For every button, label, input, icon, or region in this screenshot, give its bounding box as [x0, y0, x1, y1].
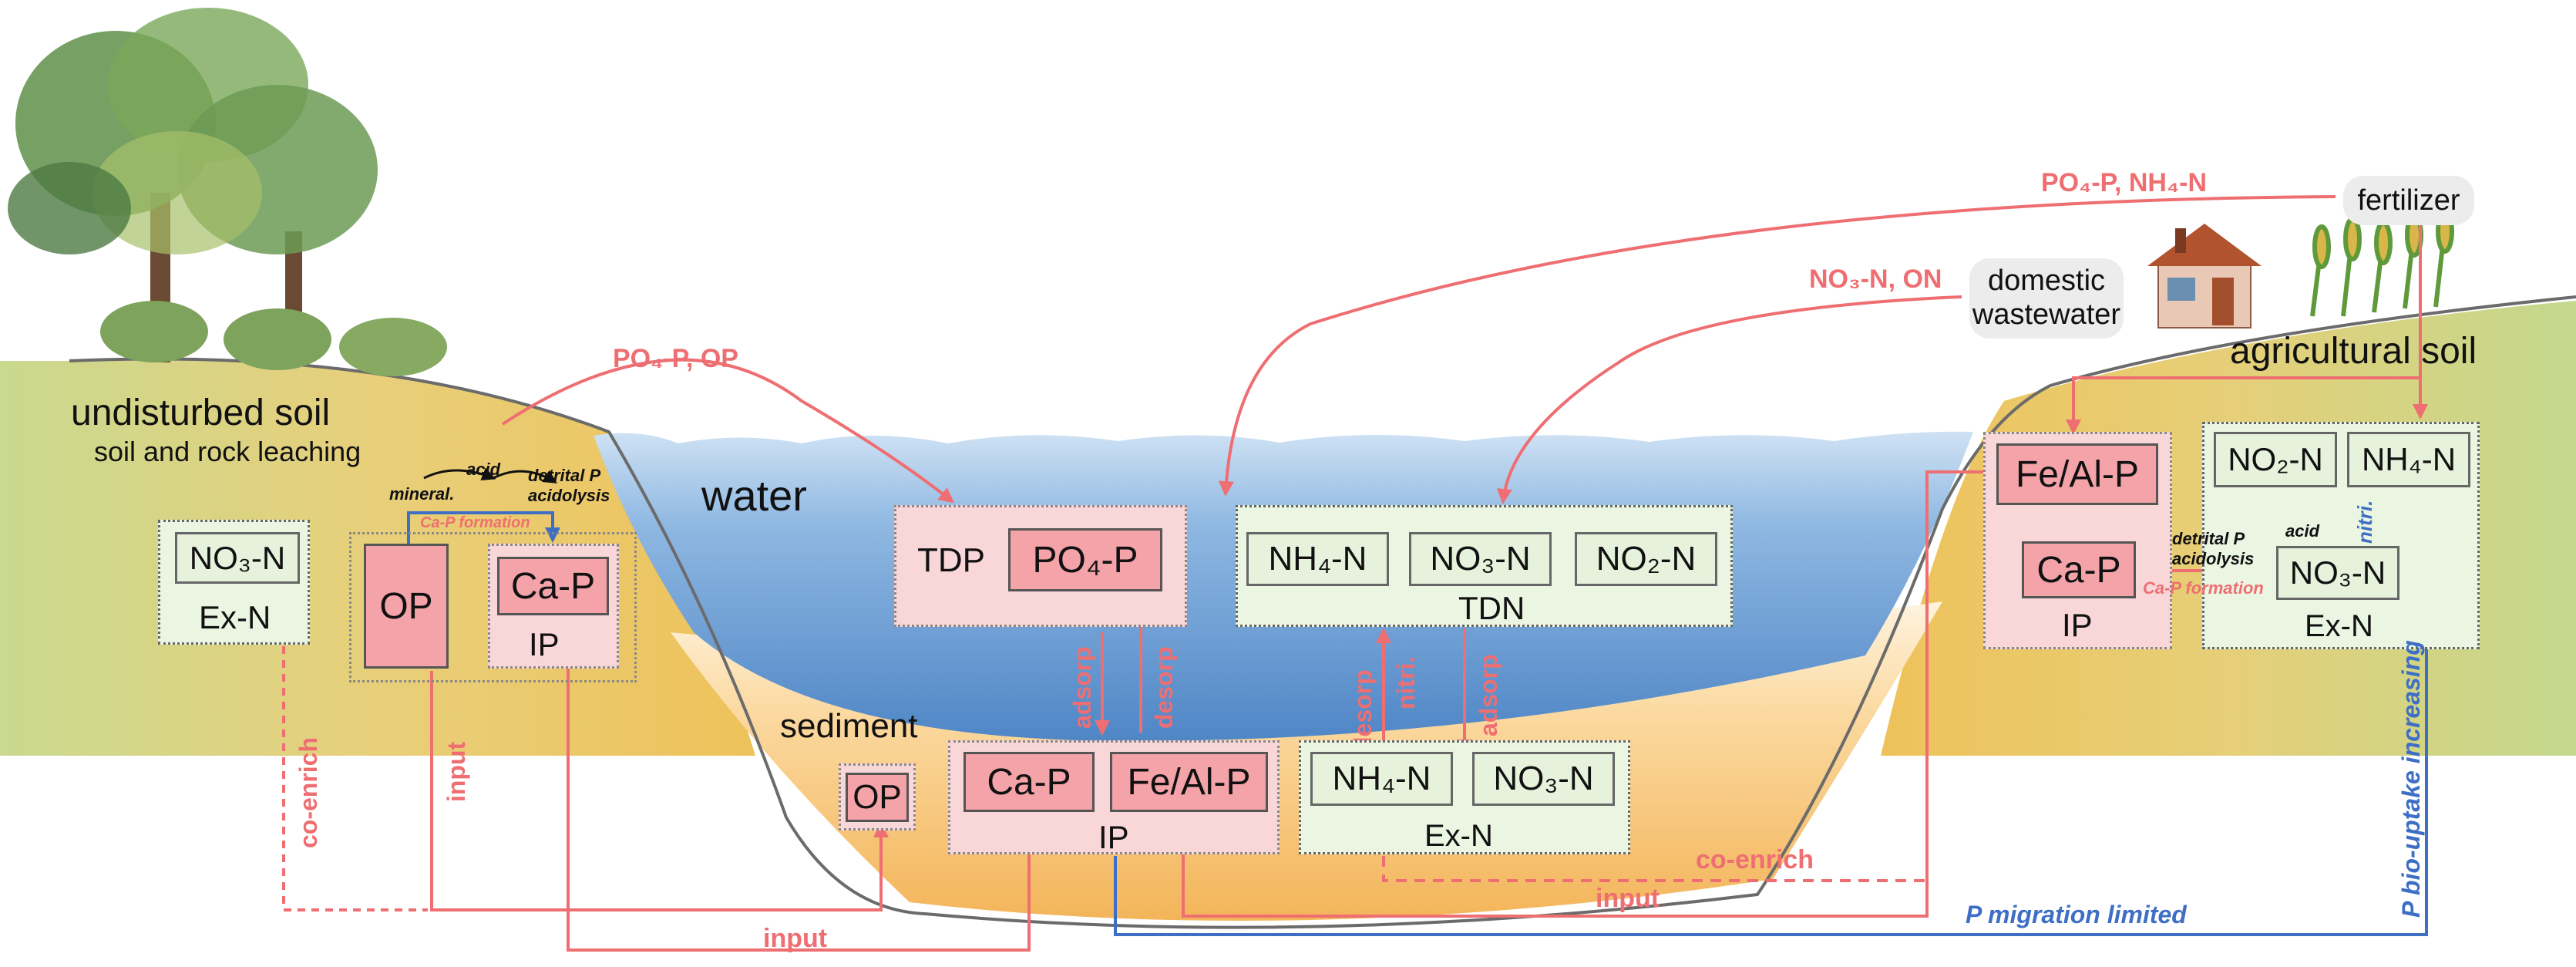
undisturbed-op-box: OP	[364, 544, 449, 669]
agri-acidolysis-label: acidolysis	[2172, 549, 2255, 568]
agri-feal-box: Fe/Al-P	[1996, 443, 2158, 505]
fertilizer-source: fertilizer	[2343, 176, 2474, 225]
trees-icon	[8, 8, 447, 376]
p-migration-label: P migration limited	[1966, 901, 2187, 928]
agri-nitri-label: nitri.	[2353, 500, 2376, 544]
po4-op-flow-label: PO₄-P, OP	[613, 344, 738, 373]
ground-outline	[69, 295, 2576, 929]
p-bio-uptake-label: P bio-uptake increasing	[2397, 640, 2425, 918]
undisturbed-mineral-label: mineral.	[389, 484, 455, 504]
undisturbed-exn-label: Ex-N	[199, 599, 271, 635]
sediment-exn-label: Ex-N	[1424, 819, 1493, 853]
water-po4-box: PO₄-P	[1008, 528, 1162, 591]
fertilizer-label: fertilizer	[2357, 184, 2460, 217]
undisturbed-soil-sublabel: soil and rock leaching	[94, 436, 362, 467]
adsorp-label-n: adsorp	[1475, 654, 1502, 736]
sediment-no3-box: NO₃-N	[1472, 752, 1615, 806]
agri-no2-box: NO₂-N	[2214, 432, 2337, 487]
agri-exn-label: Ex-N	[2305, 609, 2373, 643]
co-enrich-right-label: co-enrich	[1696, 845, 1814, 874]
water-no2-box: NO₂-N	[1575, 532, 1717, 586]
domestic-wastewater-source: domestic wastewater	[1969, 258, 2124, 339]
undisturbed-no3-box: NO₃-N	[175, 532, 300, 584]
po4-nh4-flow-label: PO₄-P, NH₄-N	[2041, 168, 2208, 197]
input-left-label: input	[442, 741, 470, 802]
agricultural-soil-label: agricultural soil	[2230, 331, 2477, 372]
undisturbed-acidolysis-label: acidolysis	[528, 486, 610, 505]
agri-acid-label: acid	[2285, 521, 2320, 541]
desorp-label-n: desorp	[1349, 669, 1377, 752]
adsorp-label-p: adsorp	[1068, 646, 1096, 729]
undisturbed-p-group	[349, 532, 637, 682]
agri-ca-formation-label: Ca-P formation	[2143, 578, 2264, 598]
sediment-nh4-box: NH₄-N	[1310, 752, 1453, 806]
sediment-feal-box: Fe/Al-P	[1110, 752, 1268, 812]
undisturbed-soil-label: undisturbed soil	[71, 393, 331, 433]
water-tdp-label: TDP	[917, 541, 985, 579]
undisturbed-ip-label: IP	[529, 626, 560, 662]
water-label: water	[701, 471, 807, 520]
agri-ip-label: IP	[2062, 607, 2093, 643]
undisturbed-detrital-label: detrital P	[528, 466, 601, 485]
crops-icon	[2310, 209, 2454, 317]
domestic-label-line1: domestic	[1987, 264, 2106, 298]
undisturbed-cap-box: Ca-P	[497, 557, 609, 615]
agri-cap-box: Ca-P	[2022, 541, 2136, 598]
water-tdn-label: TDN	[1458, 590, 1525, 626]
agri-no3-box: NO₃-N	[2276, 546, 2399, 600]
flow-arrows	[282, 195, 2428, 952]
agri-nh4-box: NH₄-N	[2347, 432, 2470, 487]
input-bottom-label: input	[763, 924, 828, 953]
desorp-label-p: desorp	[1150, 646, 1178, 729]
co-enrich-left-label: co-enrich	[294, 736, 322, 848]
sediment-op-box: OP	[846, 773, 909, 822]
agri-detrital-label: detrital P	[2172, 529, 2245, 548]
undisturbed-ca-formation-label: Ca-P formation	[420, 514, 530, 531]
undisturbed-acid-label: acid	[466, 460, 501, 479]
sediment-label: sediment	[780, 707, 918, 745]
sediment-ip-label: IP	[1098, 819, 1129, 855]
sediment-cap-box: Ca-P	[963, 752, 1095, 812]
house-icon	[2147, 224, 2262, 329]
domestic-label-line2: wastewater	[1972, 298, 2121, 331]
water-no3-box: NO₃-N	[1409, 532, 1552, 586]
water-nh4-box: NH₄-N	[1246, 532, 1389, 586]
no3-on-flow-label: NO₃-N, ON	[1809, 264, 1942, 294]
input-right-label: input	[1596, 884, 1660, 913]
nitri-label-n: nitri.	[1392, 655, 1420, 709]
